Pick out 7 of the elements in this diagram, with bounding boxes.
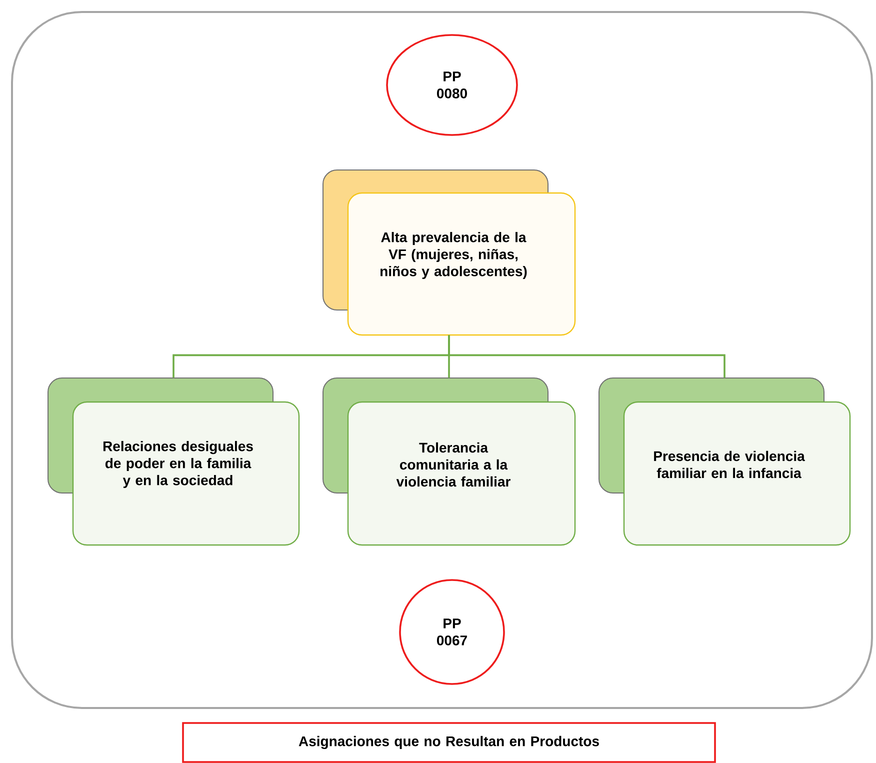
frame bbox=[11, 11, 873, 709]
process-box: Presencia de violencia familiar en la infancia bbox=[598, 378, 851, 546]
process-box: Alta prevalencia de la VF (mujeres, niñas, niños y adolescentes) bbox=[322, 170, 576, 336]
note-box: Asignaciones que no Resultan en Productos bbox=[182, 722, 716, 763]
process-box: Relaciones desiguales de poder en la familia y en la sociedad bbox=[48, 378, 300, 546]
process-box: Tolerancia comunitaria a la violencia familiar bbox=[322, 378, 576, 546]
connector bbox=[448, 335, 726, 378]
